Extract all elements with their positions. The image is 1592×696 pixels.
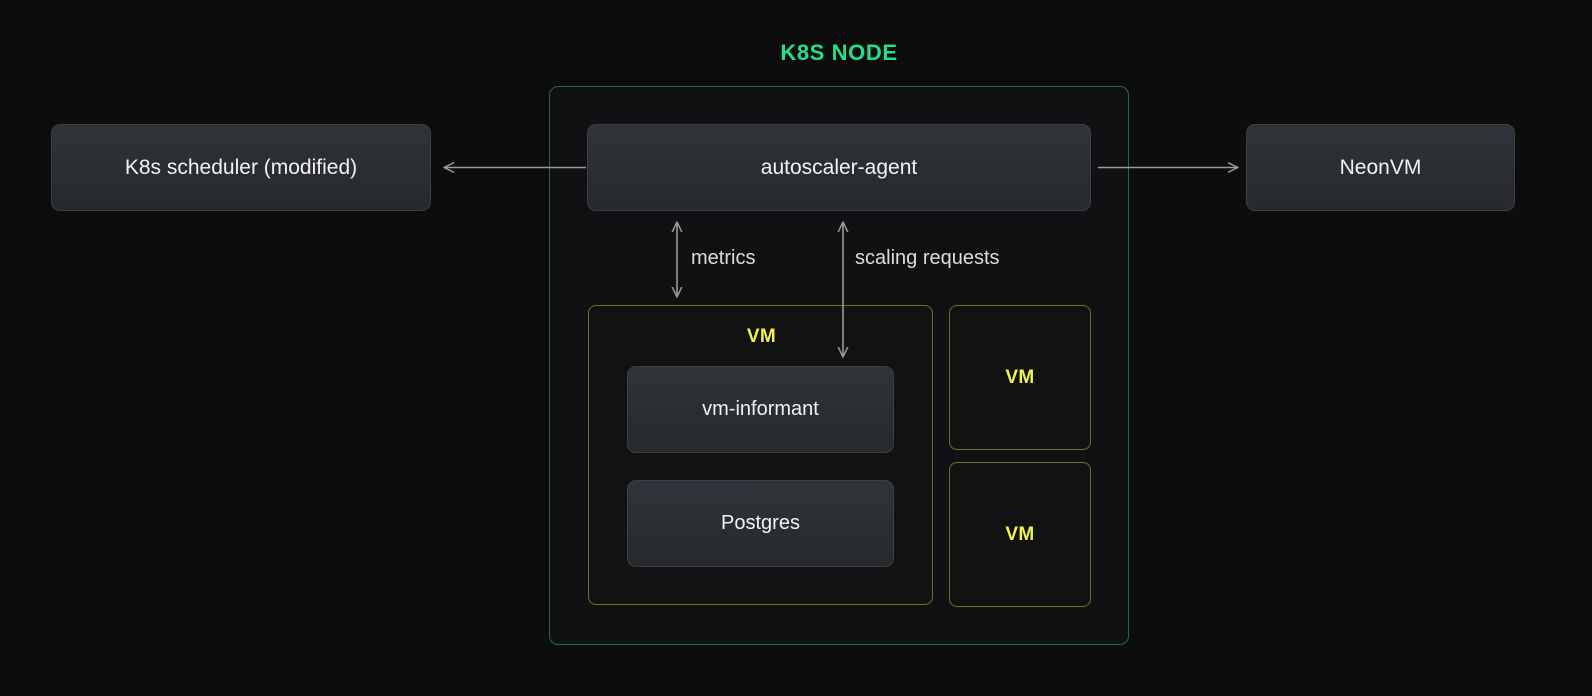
k8s-node-title: K8S NODE	[780, 40, 898, 65]
vm-label: VM	[1005, 523, 1035, 545]
postgres-box: Postgres	[627, 480, 894, 567]
k8s-scheduler-box: K8s scheduler (modified)	[51, 124, 431, 211]
neonvm-box: NeonVM	[1246, 124, 1515, 211]
vm-informant-box: vm-informant	[627, 366, 894, 453]
vm-label: VM	[1005, 366, 1035, 388]
vm-container-secondary: VM	[949, 305, 1091, 450]
scaling-requests-edge-label: scaling requests	[855, 247, 1000, 269]
autoscaler-agent-box: autoscaler-agent	[587, 124, 1091, 211]
vm-label: VM	[746, 326, 777, 347]
metrics-edge-label: metrics	[691, 247, 756, 269]
vm-container-tertiary: VM	[949, 462, 1091, 607]
